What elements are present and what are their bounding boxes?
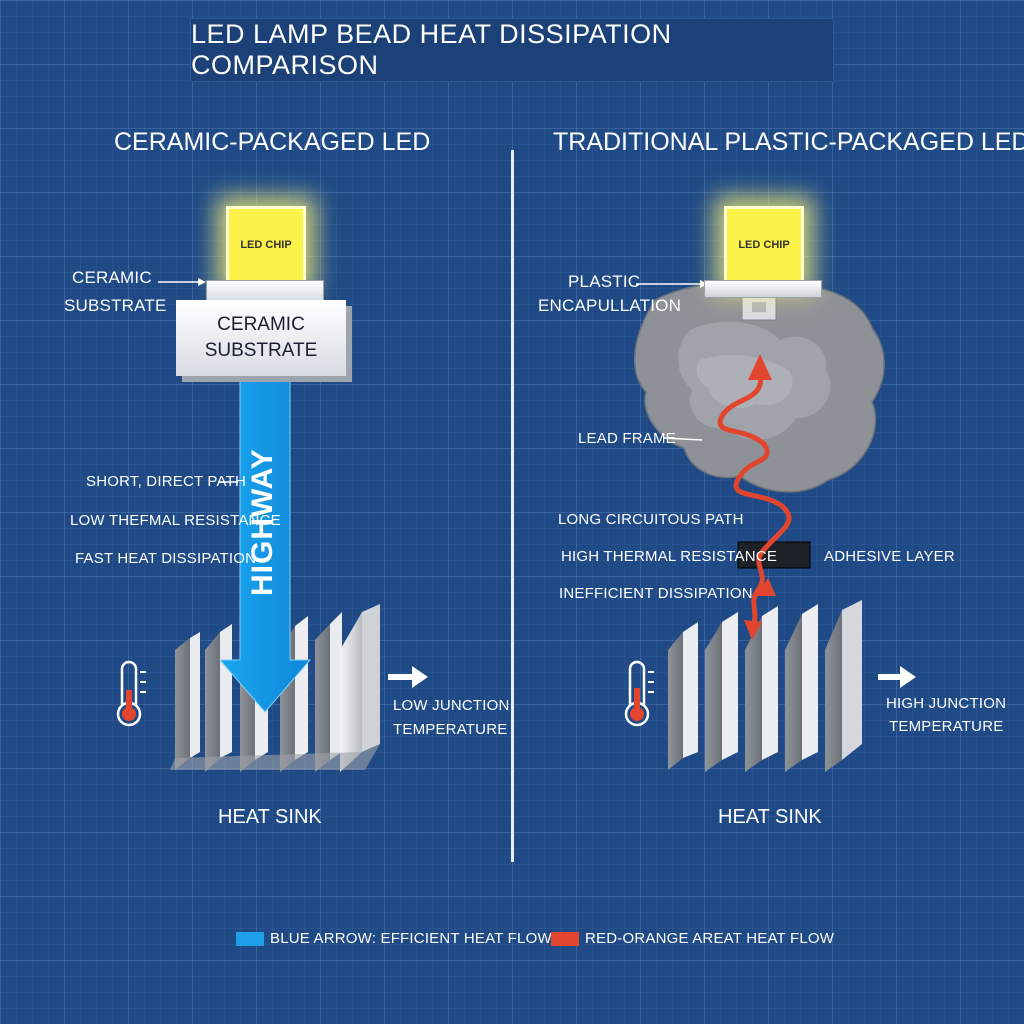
thermometer-icon bbox=[624, 660, 654, 727]
inefficient-heat-flow-path bbox=[717, 369, 792, 631]
left-note-2: LOW THEFMAL RESISTANCE bbox=[70, 512, 281, 529]
thermometer-icon bbox=[116, 660, 146, 727]
ceramic-substrate-callout-line1: CERAMIC bbox=[72, 268, 152, 287]
arrow-right-icon bbox=[388, 666, 428, 688]
left-temperature-line2: TEMPERATURE bbox=[393, 721, 508, 738]
right-temperature-line1: HIGH JUNCTION bbox=[886, 695, 1007, 712]
right-heat-sink-graphic bbox=[668, 600, 862, 772]
right-note-1: LONG CIRCUITOUS PATH bbox=[558, 511, 744, 528]
ceramic-substrate-callout-line2: SUBSTRATE bbox=[64, 296, 167, 315]
legend-swatch-inefficient bbox=[551, 932, 579, 946]
right-heading: TRADITIONAL PLASTIC-PACKAGED LED bbox=[553, 128, 1024, 156]
right-chip-base-plate bbox=[704, 280, 822, 298]
right-heat-sink-label: HEAT SINK bbox=[718, 806, 822, 828]
ceramic-substrate-block-line2: SUBSTRATE bbox=[204, 340, 318, 361]
legend-label-efficient: BLUE ARROW: EFFICIENT HEAT FLOW bbox=[270, 930, 552, 947]
right-note-3: INEFFICIENT DISSIPATION bbox=[559, 585, 753, 602]
legend-label-inefficient: RED-ORANGE AREAT HEAT FLOW bbox=[585, 930, 835, 947]
right-temperature-line2: TEMPERATURE bbox=[889, 718, 1004, 735]
right-led-chip-label: LED CHIP bbox=[738, 239, 790, 251]
ceramic-substrate-block: CERAMIC SUBSTRATE bbox=[176, 300, 346, 376]
right-led-chip: LED CHIP bbox=[724, 206, 804, 284]
right-note-2: HIGH THERMAL RESISTANCE bbox=[561, 548, 778, 565]
lead-frame-label: LEAD FRAME bbox=[578, 430, 676, 447]
ceramic-substrate-block-line1: CERAMIC bbox=[217, 314, 305, 335]
left-heat-sink-label: HEAT SINK bbox=[218, 806, 322, 828]
adhesive-layer-label: ADHESIVE LAYER bbox=[824, 548, 955, 565]
left-led-chip: LED CHIP bbox=[226, 206, 306, 284]
efficient-heat-flow-arrow bbox=[218, 377, 312, 713]
left-heat-sink-graphic bbox=[170, 604, 380, 772]
title-banner: LED LAMP BEAD HEAT DISSIPATION COMPARISO… bbox=[190, 18, 834, 82]
left-temperature-line1: LOW JUNCTION bbox=[393, 697, 510, 714]
arrow-right-icon bbox=[878, 666, 916, 688]
diagram-title: LED LAMP BEAD HEAT DISSIPATION COMPARISO… bbox=[191, 19, 672, 80]
left-heading: CERAMIC-PACKAGED LED bbox=[114, 128, 431, 156]
plastic-encapsulation-callout-line2: ENCAPULLATION bbox=[538, 296, 682, 315]
legend-swatch-efficient bbox=[236, 932, 264, 946]
adhesive-layer-graphic bbox=[737, 541, 811, 569]
plastic-encapsulation-callout-line1: PLASTIC bbox=[568, 272, 641, 291]
left-note-1: SHORT, DIRECT PATH bbox=[86, 473, 247, 490]
left-note-3: FAST HEAT DISSIPATION bbox=[75, 550, 257, 567]
center-divider bbox=[511, 150, 514, 862]
left-led-chip-label: LED CHIP bbox=[240, 239, 292, 251]
